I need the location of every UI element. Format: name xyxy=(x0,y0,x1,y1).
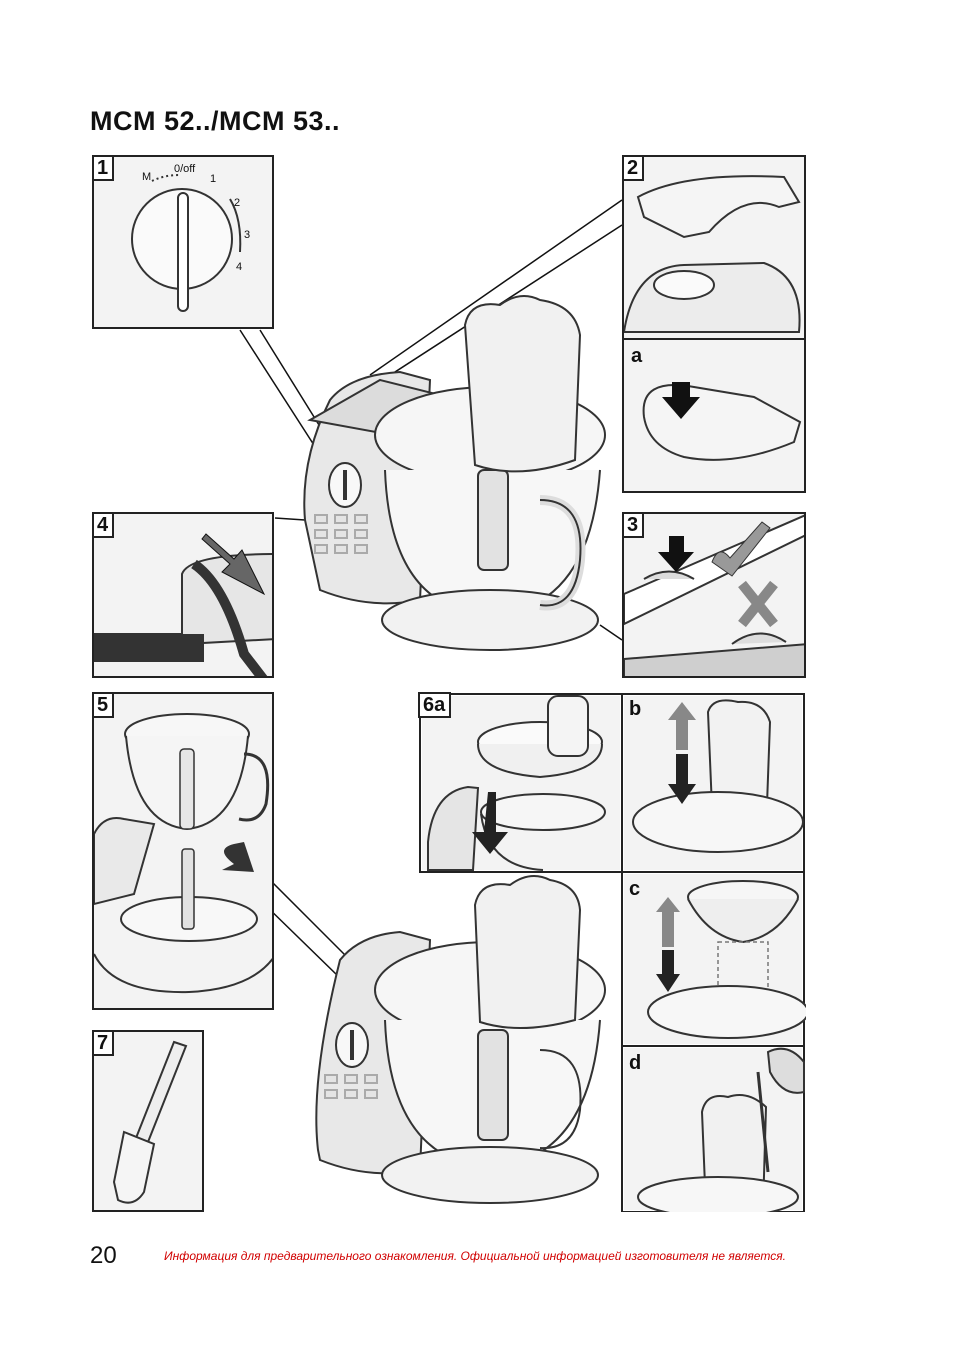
food-processor-top xyxy=(303,295,606,651)
sub-label-b: b xyxy=(629,698,642,720)
sub-label-c: c xyxy=(629,878,641,900)
sub-label-a: a xyxy=(631,345,643,367)
panel-label: 7 xyxy=(94,1032,115,1056)
panel-5-bowl: 5 xyxy=(92,692,274,1010)
sub-label-d: d xyxy=(629,1052,642,1074)
panel-4-cord: 4 xyxy=(92,512,274,678)
dial-1-label: 1 xyxy=(210,173,217,185)
bowl-mounting-illustration xyxy=(94,713,272,994)
dial-3-label: 3 xyxy=(244,229,251,241)
power-cord-illustration xyxy=(94,533,272,676)
panel-2-lid: 2 a xyxy=(622,155,806,493)
disclaimer-note: Информация для предварительного ознакомл… xyxy=(164,1249,786,1263)
speed-dial-illustration xyxy=(131,174,242,312)
dial-m-label: M xyxy=(142,171,152,183)
dial-2-label: 2 xyxy=(234,197,241,209)
suction-feet-illustration xyxy=(624,514,804,676)
panel-label: 2 xyxy=(624,157,645,181)
panel-7-spatula: 7 xyxy=(92,1030,204,1212)
pusher-steps-illustration xyxy=(419,693,806,1212)
panel-1-dial: 1 0/off M 1 2 3 4 xyxy=(92,155,274,329)
page-number: 20 xyxy=(90,1242,117,1269)
panel-6-pusher: 6a b c d xyxy=(418,692,806,1212)
food-processor-bottom xyxy=(315,875,606,1204)
panel-label: 6a xyxy=(418,692,452,718)
panel-label: 1 xyxy=(94,157,115,181)
lid-cover-illustration xyxy=(624,175,804,461)
spatula-illustration xyxy=(112,1040,188,1204)
panel-label: 5 xyxy=(94,694,115,718)
panel-label: 3 xyxy=(624,514,645,538)
dial-off-label: 0/off xyxy=(174,163,196,175)
dial-4-label: 4 xyxy=(236,261,243,273)
page-title: MCM 52../MCM 53.. xyxy=(90,106,341,136)
panel-label: 4 xyxy=(94,514,115,538)
panel-3-surface: 3 xyxy=(622,512,806,678)
